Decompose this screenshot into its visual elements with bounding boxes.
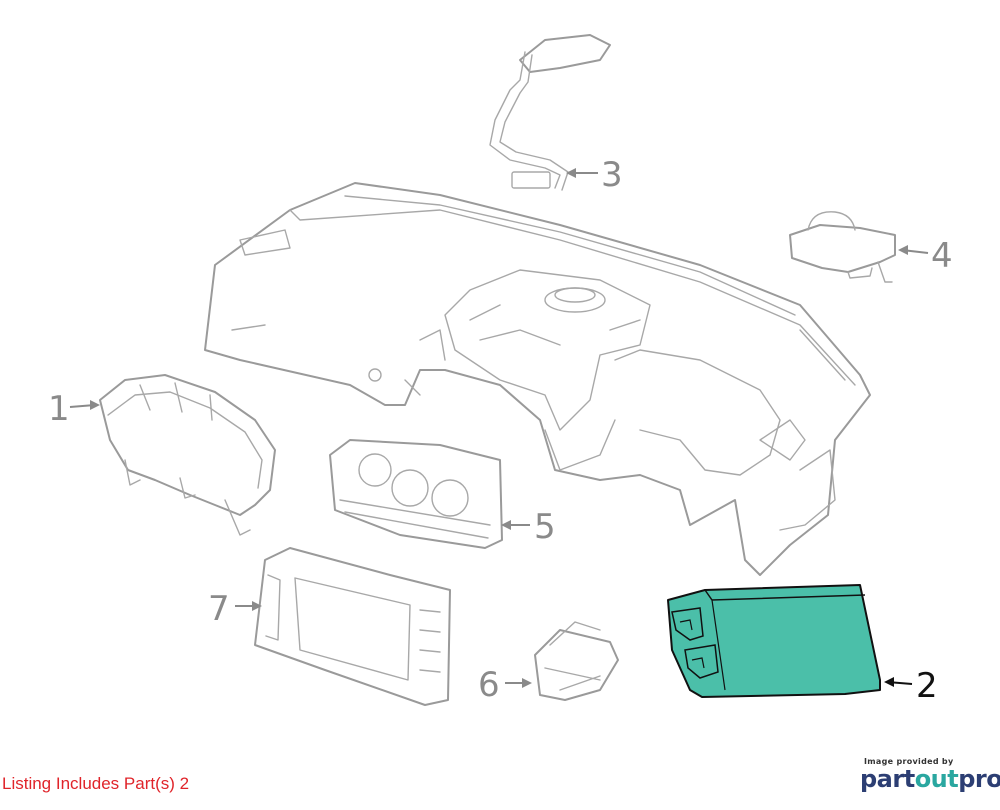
callout-numbers: 1 2 3 4 5 6 7 (48, 155, 953, 706)
callout-3: 3 (601, 155, 623, 195)
callout-1: 1 (48, 389, 70, 429)
brand-logo: Image provided by partoutpro (860, 757, 1000, 793)
callout-7: 7 (208, 589, 230, 629)
dashboard-panel (204, 182, 871, 576)
listing-note: Listing Includes Part(s) 2 (2, 774, 190, 793)
callout-6: 6 (478, 665, 500, 705)
brand-word-part: part (860, 765, 915, 793)
part-4-module (789, 211, 896, 283)
part-3-cable (489, 34, 611, 191)
callout-2: 2 (916, 666, 938, 706)
brand-caption: Image provided by (864, 757, 954, 766)
callout-5: 5 (534, 507, 556, 547)
part-2-highlighted-module (667, 584, 881, 698)
brand-wordmark: partoutpro (860, 765, 1000, 793)
brand-word-pro: pro (958, 765, 1000, 793)
part-6-switch (534, 621, 619, 701)
brand-word-out: out (914, 765, 959, 793)
callout-leaders (69, 168, 929, 688)
part-1-instrument-cluster (99, 374, 276, 536)
part-7-display (254, 547, 451, 706)
part-5-climate-panel (329, 439, 503, 549)
callout-4: 4 (931, 236, 953, 276)
